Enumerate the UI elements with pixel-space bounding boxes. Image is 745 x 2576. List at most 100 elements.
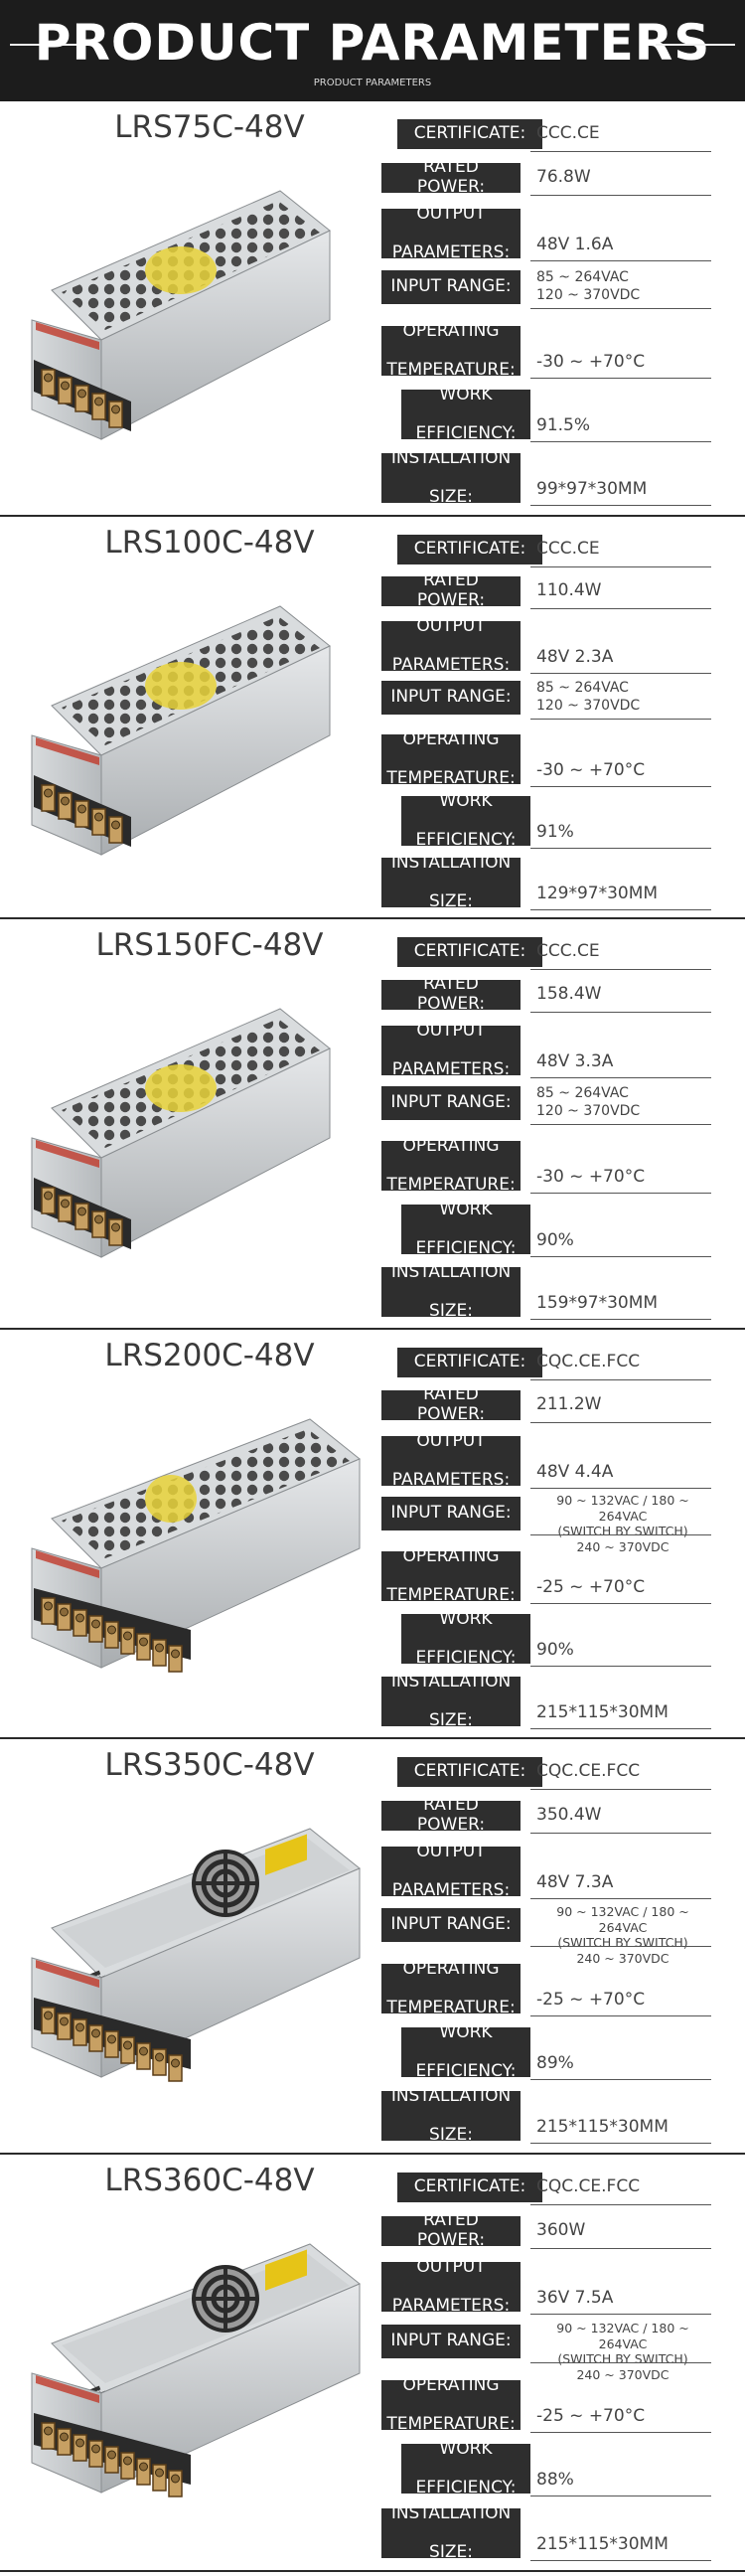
- spec-label: CERTIFICATE:: [397, 535, 542, 564]
- spec-value-output: 48V 1.6A: [536, 235, 614, 254]
- spec-label-text: OPERATING: [402, 320, 500, 341]
- spec-underline: [530, 1728, 711, 1729]
- spec-label-text: OUTPUT: [416, 2256, 486, 2277]
- spec-label-text: CERTIFICATE:: [413, 2176, 526, 2197]
- spec-value-size: 215*115*30MM: [536, 2534, 669, 2554]
- spec-label-text: SIZE:: [429, 2124, 473, 2145]
- header-rule-right: [656, 44, 735, 46]
- spec-label-text: PARAMETERS:: [391, 1879, 511, 1900]
- spec-row-rated-power: RATED POWER:360W: [381, 2211, 715, 2250]
- spec-label-text: PARAMETERS:: [391, 654, 511, 675]
- spec-value-size: 129*97*30MM: [536, 884, 659, 903]
- spec-label-text: WORK: [439, 2438, 493, 2459]
- spec-underline: [530, 1534, 711, 1535]
- spec-label-text: INSTALLATION: [390, 2502, 512, 2523]
- spec-label-text: INSTALLATION: [390, 1671, 512, 1691]
- spec-label-text: SIZE:: [429, 890, 473, 911]
- section-divider: [0, 515, 745, 517]
- spec-label-text: CERTIFICATE:: [413, 941, 526, 962]
- spec-value-efficiency: 91%: [536, 822, 574, 842]
- spec-label-text: RATED POWER:: [416, 1384, 486, 1424]
- spec-value-size: 215*115*30MM: [536, 2117, 669, 2137]
- spec-value-certificate: CCC.CE: [536, 539, 600, 559]
- spec-underline: [530, 1488, 711, 1489]
- input-range-line: 240 ~ 370VDC: [576, 2366, 670, 2382]
- spec-label-text: INPUT RANGE:: [390, 1092, 512, 1113]
- input-range-line: 90 ~ 132VAC / 180 ~ 264VAC: [556, 1493, 689, 1524]
- power-supply-image: [22, 1399, 389, 1697]
- spec-label: RATED POWER:: [381, 158, 521, 197]
- spec-label-text: EFFICIENCY:: [415, 2060, 517, 2081]
- spec-label: INSTALLATION SIZE:: [381, 2086, 521, 2144]
- spec-label-text: OPERATING: [402, 2374, 500, 2395]
- spec-underline: [530, 1077, 711, 1078]
- spec-label-text: RATED POWER:: [416, 157, 486, 197]
- spec-value-certificate: CQC.CE.FCC: [536, 2176, 641, 2196]
- spec-label-text: EFFICIENCY:: [415, 422, 517, 443]
- spec-label-text: PARAMETERS:: [391, 1469, 511, 1490]
- page-header: PRODUCT PARAMETERS PRODUCT PARAMETERS: [0, 0, 745, 101]
- spec-underline: [530, 1319, 711, 1320]
- input-range-line: (SWITCH BY SWITCH): [557, 1524, 688, 1539]
- spec-label: CERTIFICATE:: [397, 119, 542, 149]
- spec-underline: [530, 1379, 711, 1380]
- spec-underline: [530, 195, 711, 196]
- spec-underline: [530, 673, 711, 674]
- spec-value-temperature: -30 ~ +70°C: [536, 352, 646, 372]
- section-divider: [0, 2570, 745, 2572]
- spec-label-text: EFFICIENCY:: [415, 1647, 517, 1668]
- spec-label-text: INSTALLATION: [390, 852, 512, 873]
- spec-row-input: INPUT RANGE:90 ~ 132VAC / 180 ~ 264VAC(S…: [381, 1904, 715, 1966]
- spec-label-text: INPUT RANGE:: [390, 2331, 512, 2351]
- spec-value-temperature: -25 ~ +70°C: [536, 2406, 646, 2426]
- spec-label-text: OPERATING: [402, 1958, 500, 1979]
- section-divider: [0, 1737, 745, 1739]
- spec-underline: [530, 1833, 711, 1834]
- spec-value-rated-power: 360W: [536, 2220, 586, 2240]
- spec-underline: [530, 1666, 711, 1667]
- spec-label-text: PARAMETERS:: [391, 1058, 511, 1079]
- spec-row-rated-power: RATED POWER:158.4W: [381, 975, 715, 1014]
- spec-label-text: INSTALLATION: [390, 2085, 512, 2106]
- spec-row-certificate: CERTIFICATE:CQC.CE.FCC: [381, 1348, 715, 1380]
- spec-row-rated-power: RATED POWER: 76.8W: [381, 158, 715, 197]
- spec-underline: [530, 909, 711, 910]
- spec-underline: [530, 719, 711, 720]
- spec-underline: [530, 2143, 711, 2144]
- section-divider: [0, 917, 745, 919]
- spec-label-text: PARAMETERS:: [391, 242, 511, 262]
- spec-value-temperature: -30 ~ +70°C: [536, 1167, 646, 1187]
- spec-value-input-range: 90 ~ 132VAC / 180 ~ 264VAC(SWITCH BY SWI…: [530, 2321, 715, 2383]
- spec-value-output: 48V 4.4A: [536, 1462, 614, 1482]
- input-range-line: 90 ~ 132VAC / 180 ~ 264VAC: [556, 2321, 689, 2351]
- spec-underline: [530, 441, 711, 442]
- spec-value-rated-power: 76.8W: [536, 167, 591, 187]
- spec-label-text: EFFICIENCY:: [415, 829, 517, 850]
- spec-value-efficiency: 90%: [536, 1230, 574, 1250]
- spec-underline: [530, 1789, 711, 1790]
- spec-underline: [530, 969, 711, 970]
- spec-label: RATED POWER:: [381, 1385, 521, 1424]
- spec-label-text: WORK: [439, 1199, 493, 1219]
- spec-underline: [530, 260, 711, 261]
- spec-row-input: INPUT RANGE:90 ~ 132VAC / 180 ~ 264VAC(S…: [381, 1493, 715, 1554]
